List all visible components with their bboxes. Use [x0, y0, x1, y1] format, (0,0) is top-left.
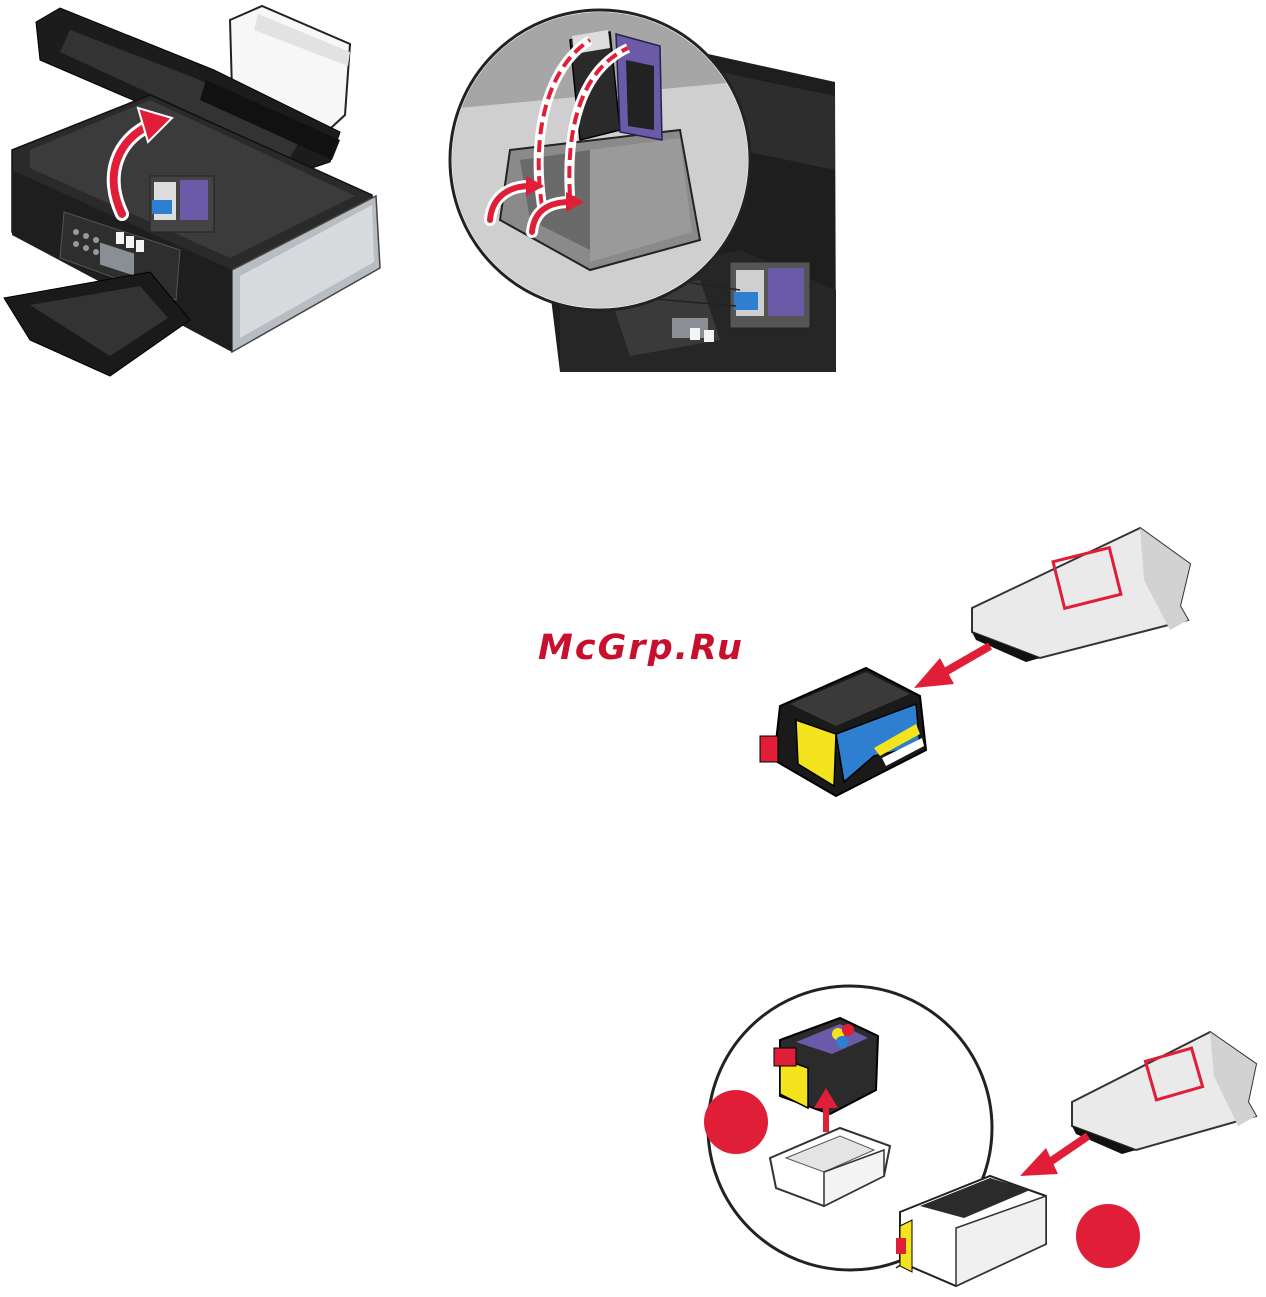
cartridge-storage-illustration	[690, 980, 1260, 1297]
unwrap-cartridge-illustration	[740, 520, 1210, 810]
cartridge-latch-illustration	[440, 0, 840, 382]
watermark-text: McGrp.Ru	[538, 628, 744, 668]
printer-open-illustration	[0, 0, 390, 382]
